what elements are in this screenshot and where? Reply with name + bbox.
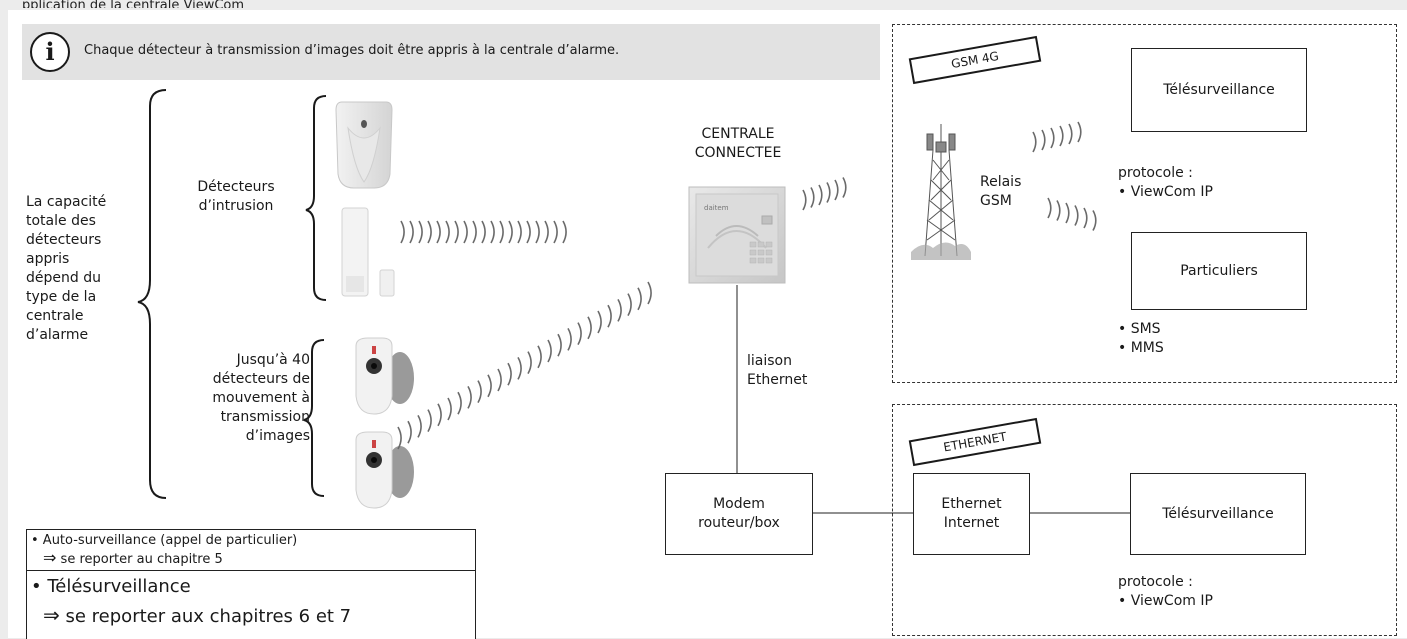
- wave-tower-up: [1032, 121, 1082, 153]
- ethernet-protocol: protocole : • ViewCom IP: [1118, 574, 1213, 609]
- particuliers-box: Particuliers: [1131, 232, 1307, 310]
- arrow-icon: ⇒: [43, 548, 57, 567]
- central-brand: daitem: [704, 204, 729, 212]
- telesurveillance-note: • Télésurveillance ⇒ se reporter aux cha…: [26, 570, 476, 639]
- wave-central: [802, 177, 847, 211]
- intrusion-label: Détecteurs d’intrusion: [197, 179, 275, 214]
- modem-box: Modem routeur/box: [665, 473, 813, 555]
- camera-detector-image-2: [355, 431, 414, 509]
- intrusion-brace: [305, 95, 327, 301]
- auto-surveillance-title: • Auto-surveillance (appel de particulie…: [31, 533, 298, 548]
- big-brace: [137, 89, 167, 499]
- telesurveillance-note-ref: ⇒ se reporter aux chapitres 6 et 7: [43, 603, 352, 627]
- central-unit-image: daitem: [688, 186, 786, 284]
- gsm-telesurveillance-box: Télésurveillance: [1131, 48, 1307, 132]
- brace-lines: [137, 89, 1130, 514]
- capacity-text: La capacité totale des détecteurs appris…: [26, 194, 107, 343]
- radio-waves: [397, 121, 1097, 450]
- gsm-relay-label: Relais GSM: [980, 174, 1022, 209]
- page: pplication de la centrale ViewCom i Chaq…: [8, 0, 1407, 639]
- info-text: Chaque détecteur à transmission d’images…: [84, 43, 620, 58]
- door-contact-image: [341, 207, 395, 297]
- wave-camera: [397, 281, 652, 450]
- wave-intrusion: [400, 220, 567, 244]
- motion-brace: [303, 339, 325, 497]
- ethernet-section: [892, 404, 1397, 636]
- central-title: CENTRALE CONNECTEE: [694, 126, 782, 161]
- pir-detector-image: [335, 101, 393, 189]
- auto-surveillance-note: • Auto-surveillance (appel de particulie…: [26, 529, 476, 573]
- camera-detector-image-1: [355, 337, 414, 415]
- wave-tower-down: [1047, 197, 1097, 231]
- gsm-section: [892, 24, 1397, 383]
- info-icon: i: [30, 32, 70, 72]
- ethernet-link-label: liaison Ethernet: [747, 353, 808, 388]
- cut-header-text: pplication de la centrale ViewCom: [22, 0, 245, 8]
- arrow-icon: ⇒: [43, 603, 60, 627]
- ethernet-internet-box: Ethernet Internet: [913, 473, 1030, 555]
- telesurveillance-note-title: • Télésurveillance: [31, 576, 191, 597]
- motion-label: Jusqu’à 40 détecteurs de mouvement à tra…: [212, 352, 310, 444]
- gsm-tower-image: [911, 124, 971, 260]
- ethernet-telesurveillance-box: Télésurveillance: [1130, 473, 1306, 555]
- particuliers-channels: • SMS • MMS: [1118, 321, 1164, 356]
- gsm-protocol: protocole : • ViewCom IP: [1118, 165, 1213, 200]
- auto-surveillance-ref: ⇒ se reporter au chapitre 5: [43, 548, 223, 568]
- info-banner: i Chaque détecteur à transmission d’imag…: [22, 24, 880, 80]
